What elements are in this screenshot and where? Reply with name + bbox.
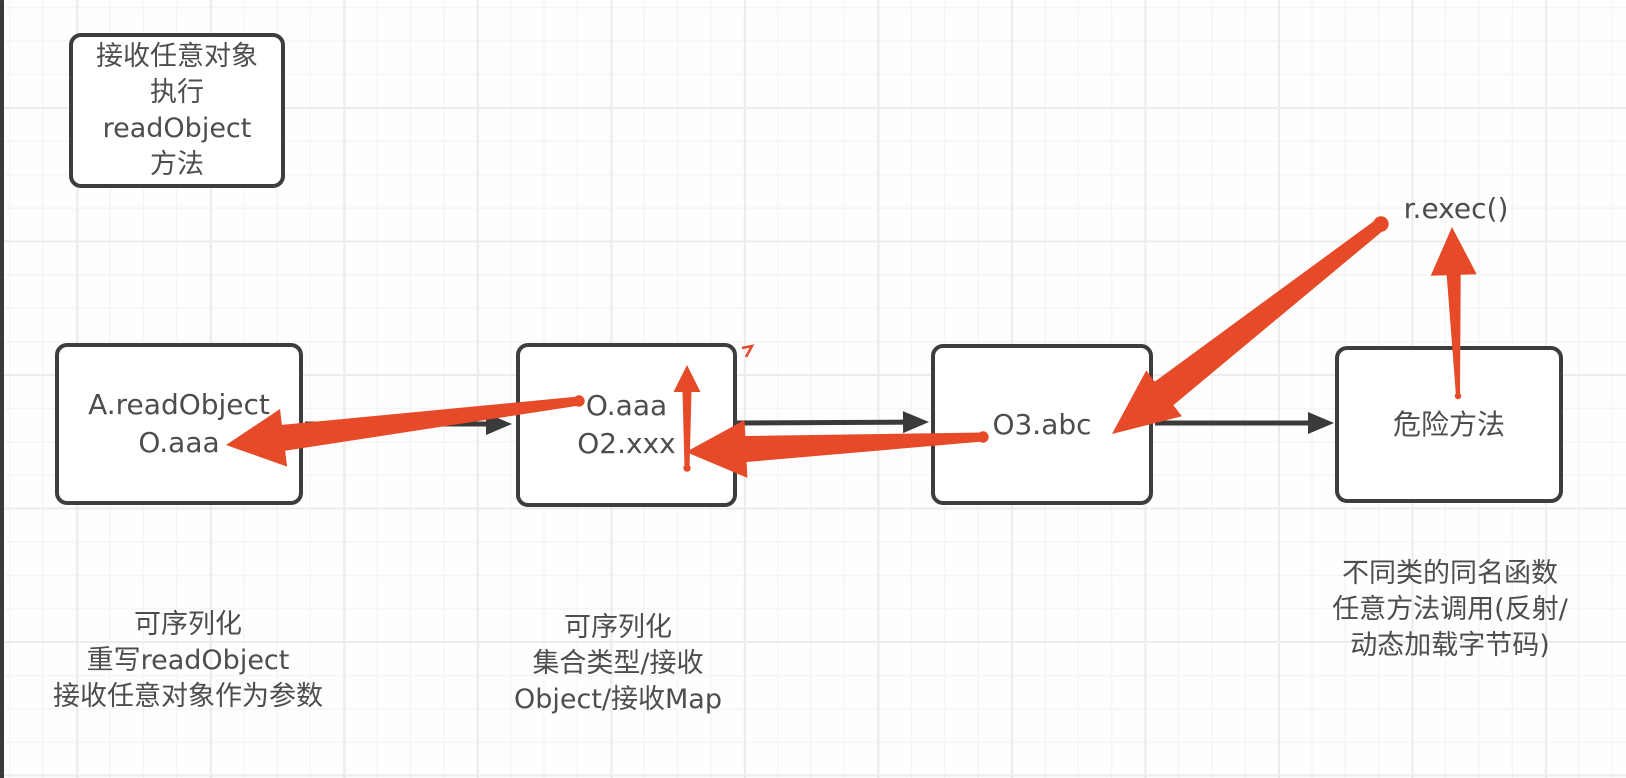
flow-box-o-aaa: O.aaa O2.xxx xyxy=(516,343,737,507)
note-line: readObject xyxy=(102,112,252,144)
caption-serializable-collection: 可序列化 集合类型/接收 Object/接收Map xyxy=(468,610,768,718)
box-label: A.readObject xyxy=(88,388,270,421)
box-label: O2.xxx xyxy=(577,427,676,460)
caption-line: 可序列化 xyxy=(134,609,242,640)
caption-serializable-readobject: 可序列化 重写readObject 接收任意对象作为参数 xyxy=(18,607,358,715)
left-edge-strip xyxy=(0,0,4,778)
box-label: O.aaa xyxy=(585,389,668,422)
note-line: 接收任意对象 xyxy=(96,40,258,72)
box-label: 危险方法 xyxy=(1392,407,1505,441)
black-arrow-box1-to-box2 xyxy=(305,413,512,435)
rexec-label: r.exec() xyxy=(1403,192,1509,225)
caption-same-name-function: 不同类的同名函数 任意方法调用(反射/ 动态加载字节码) xyxy=(1287,556,1613,664)
caption-line: 不同类的同名函数 xyxy=(1342,558,1558,589)
note-line: 方法 xyxy=(150,148,204,180)
caption-line: 集合类型/接收 xyxy=(532,648,704,679)
flow-box-a-readobject: A.readObject O.aaa xyxy=(55,343,303,505)
black-arrow-box3-to-box4 xyxy=(1155,412,1334,434)
flow-box-o3-abc: O3.abc xyxy=(931,344,1153,505)
black-arrow-box2-to-box3 xyxy=(736,411,929,434)
red-tick-mark xyxy=(741,344,755,358)
caption-line: 任意方法调用(反射/ xyxy=(1332,594,1568,625)
flow-box-dangerous-method: 危险方法 xyxy=(1335,346,1563,503)
caption-line: 可序列化 xyxy=(564,612,672,643)
note-box-receive-any-object: 接收任意对象 执行 readObject 方法 xyxy=(69,33,285,188)
box-label: O.aaa xyxy=(138,426,220,459)
caption-line: 重写readObject xyxy=(86,645,290,676)
note-line: 执行 xyxy=(150,76,204,108)
caption-line: Object/接收Map xyxy=(513,684,722,715)
caption-line: 动态加载字节码) xyxy=(1350,630,1550,661)
box-label: O3.abc xyxy=(992,407,1092,441)
caption-line: 接收任意对象作为参数 xyxy=(53,681,323,712)
